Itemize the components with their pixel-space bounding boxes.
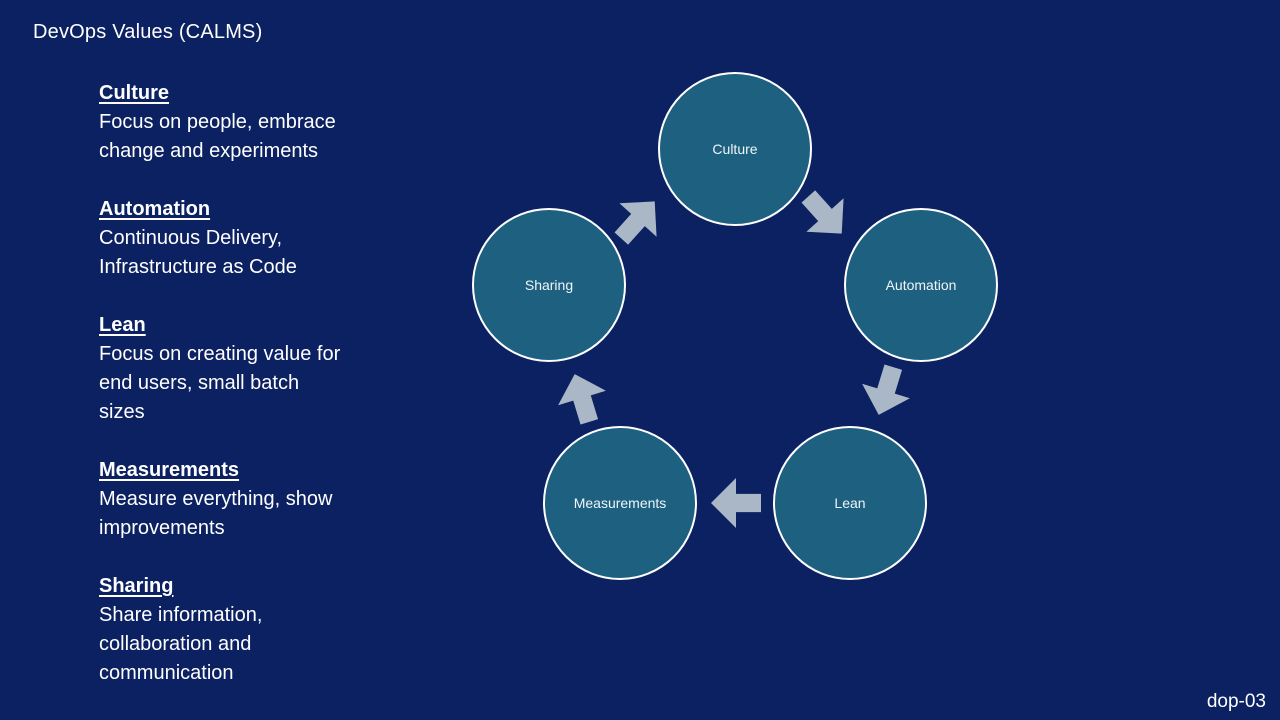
slide-footer-code: dop-03 [1206,691,1266,712]
cycle-node-sharing: Sharing [472,208,626,362]
value-section-measurements: Measurements Measure everything, show im… [99,456,419,543]
value-description: Focus on creating value for end users, s… [99,343,341,423]
cycle-node-label: Lean [834,495,866,511]
cycle-node-label: Sharing [524,277,574,293]
cycle-node-measurements: Measurements [543,426,697,580]
arrow-measurements-to-sharing-icon [551,367,613,429]
value-term: Sharing [99,575,174,597]
cycle-node-label: Automation [885,277,957,293]
values-list: Culture Focus on people, embrace change … [99,79,419,688]
arrow-culture-to-automation-icon [790,180,861,251]
page-title: DevOps Values (CALMS) [33,21,263,43]
cycle-node-lean: Lean [773,426,927,580]
value-section-sharing: Sharing Share information, collaboration… [99,572,419,688]
value-description: Share information, collaboration and com… [99,604,263,684]
cycle-node-culture: Culture [658,72,812,226]
arrow-sharing-to-culture-icon [603,185,674,256]
value-term: Automation [99,198,211,220]
value-section-lean: Lean Focus on creating value for end use… [99,311,419,427]
cycle-node-label: Culture [712,141,758,157]
value-section-culture: Culture Focus on people, embrace change … [99,79,419,166]
value-term: Measurements [99,459,240,481]
value-description: Focus on people, embrace change and expe… [99,111,336,162]
cycle-node-automation: Automation [844,208,998,362]
value-term: Lean [99,314,146,336]
arrow-automation-to-lean-icon [855,360,917,422]
value-term: Culture [99,82,169,104]
value-description: Continuous Delivery, Infrastructure as C… [99,227,297,278]
value-description: Measure everything, show improvements [99,488,333,539]
arrow-lean-to-measurements-icon [711,478,761,528]
value-section-automation: Automation Continuous Delivery, Infrastr… [99,195,419,282]
cycle-node-label: Measurements [573,495,667,511]
